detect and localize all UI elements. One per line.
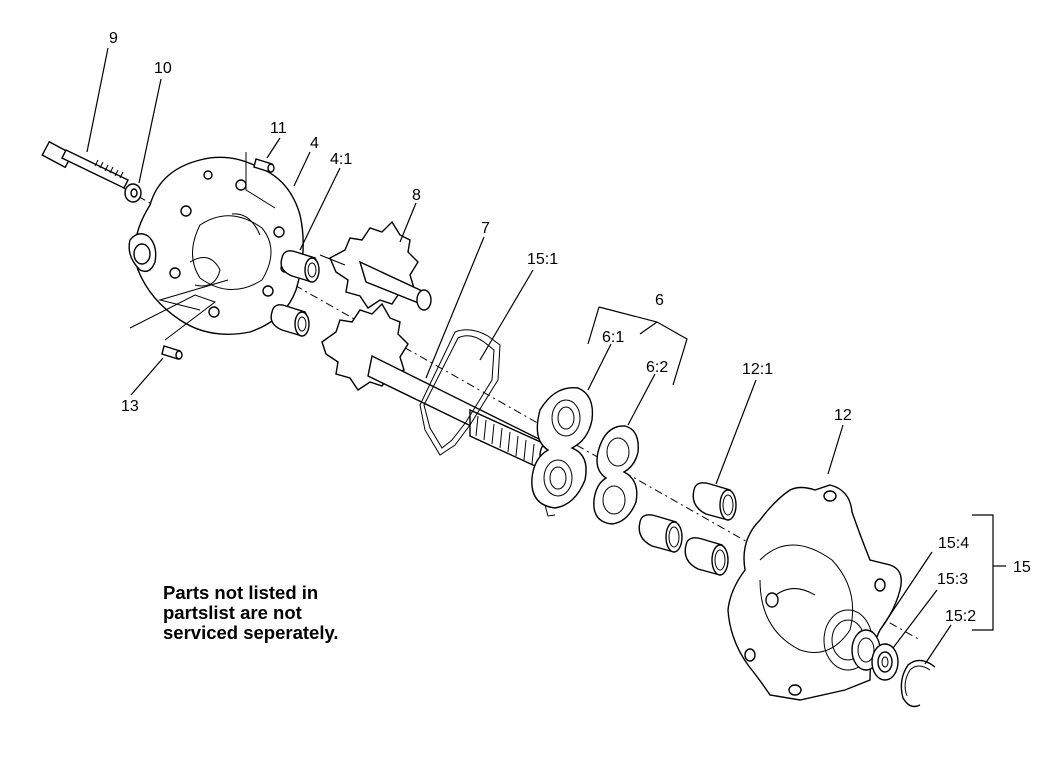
part-4-1-bushings <box>270 250 320 337</box>
callout-4: 4 <box>310 135 319 152</box>
callout-15-2: 15:2 <box>945 608 976 625</box>
part-6-2-plate <box>593 425 639 525</box>
callout-13: 13 <box>121 398 139 415</box>
service-note-line-2: partslist are not <box>163 602 302 623</box>
part-10-washer <box>124 183 142 203</box>
callout-6-2: 6:2 <box>646 359 668 376</box>
part-4-housing <box>128 152 304 335</box>
callout-7: 7 <box>481 220 490 237</box>
callout-12-1: 12:1 <box>742 361 773 378</box>
callout-11: 11 <box>270 120 287 137</box>
part-7-drive-shaft <box>321 302 553 473</box>
leader-lines <box>86 47 1006 665</box>
part-12-1-bushings <box>638 482 737 576</box>
part-15-seals <box>851 629 936 708</box>
callout-15-4: 15:4 <box>938 535 969 552</box>
part-11-pin <box>253 158 275 173</box>
callout-labels: 9 10 11 4 4:1 8 7 15:1 6 6:1 6:2 12:1 12… <box>109 30 1031 625</box>
callout-15-3: 15:3 <box>937 571 968 588</box>
callout-15: 15 <box>1013 559 1031 576</box>
callout-6-1: 6:1 <box>602 329 624 346</box>
callout-8: 8 <box>412 187 421 204</box>
callout-15-1: 15:1 <box>527 251 558 268</box>
service-note-line-3: serviced seperately. <box>163 622 339 643</box>
callout-6: 6 <box>655 292 664 309</box>
part-6-1-wear-plate <box>531 386 594 517</box>
part-8-idler-gear <box>319 220 432 311</box>
service-note-line-1: Parts not listed in <box>163 582 319 603</box>
part-13-pin <box>129 294 217 360</box>
callout-4-1: 4:1 <box>330 151 352 168</box>
callout-9: 9 <box>109 30 118 47</box>
part-9-bolt <box>41 140 129 189</box>
service-note: Parts not listed in partslist are not se… <box>163 583 339 643</box>
callout-10: 10 <box>154 60 172 77</box>
callout-12: 12 <box>834 407 852 424</box>
part-15-1-gasket <box>419 329 501 456</box>
